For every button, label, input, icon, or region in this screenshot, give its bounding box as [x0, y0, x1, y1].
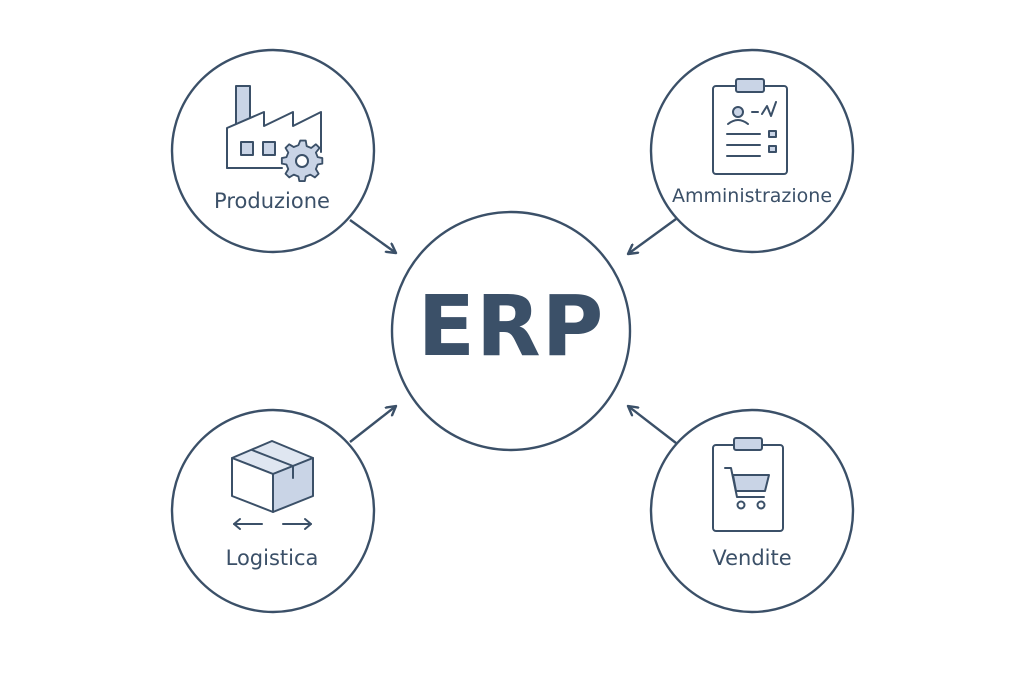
- box-arrows-icon: [231, 440, 314, 530]
- connectors: [349, 218, 677, 444]
- erp-center-circle: [390, 210, 632, 452]
- logistica-label: Logistica: [225, 546, 319, 570]
- erp-label: ERP: [417, 277, 605, 375]
- amministrazione-label: Amministrazione: [671, 185, 833, 207]
- connector-logistica: [349, 406, 396, 443]
- connector-amministrazione: [628, 218, 677, 254]
- vendite-label: Vendite: [712, 546, 792, 570]
- clipboard-document-icon: [712, 78, 788, 175]
- produzione-label: Produzione: [214, 189, 330, 213]
- clipboard-cart-icon: [712, 437, 784, 532]
- connector-vendite: [628, 406, 677, 444]
- connector-produzione: [349, 219, 396, 253]
- factory-gear-icon: [226, 85, 324, 183]
